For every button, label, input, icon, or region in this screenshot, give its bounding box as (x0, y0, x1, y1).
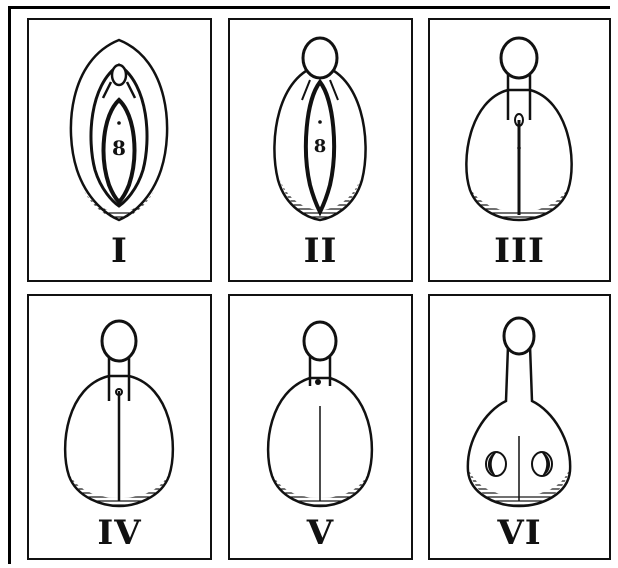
stage-label-3: III (430, 234, 609, 268)
frame-top-line (8, 6, 610, 9)
panel-stage-6: VI (428, 294, 611, 560)
stage-label-6: VI (430, 516, 609, 550)
stage-1-marker: 8 (112, 136, 126, 160)
stage-2-marker: 8 (314, 136, 327, 157)
stage-label-2: II (230, 234, 411, 268)
stage-label-5: V (230, 516, 411, 550)
stage-label-4: IV (29, 516, 210, 550)
panel-stage-4: IV (27, 294, 212, 560)
panel-stage-1: 8 I (27, 18, 212, 282)
panel-stage-3: III (428, 18, 611, 282)
panel-stage-5: V (228, 294, 413, 560)
frame-left-line (8, 6, 11, 564)
panel-stage-2: 8 II (228, 18, 413, 282)
stage-label-1: I (29, 234, 210, 268)
